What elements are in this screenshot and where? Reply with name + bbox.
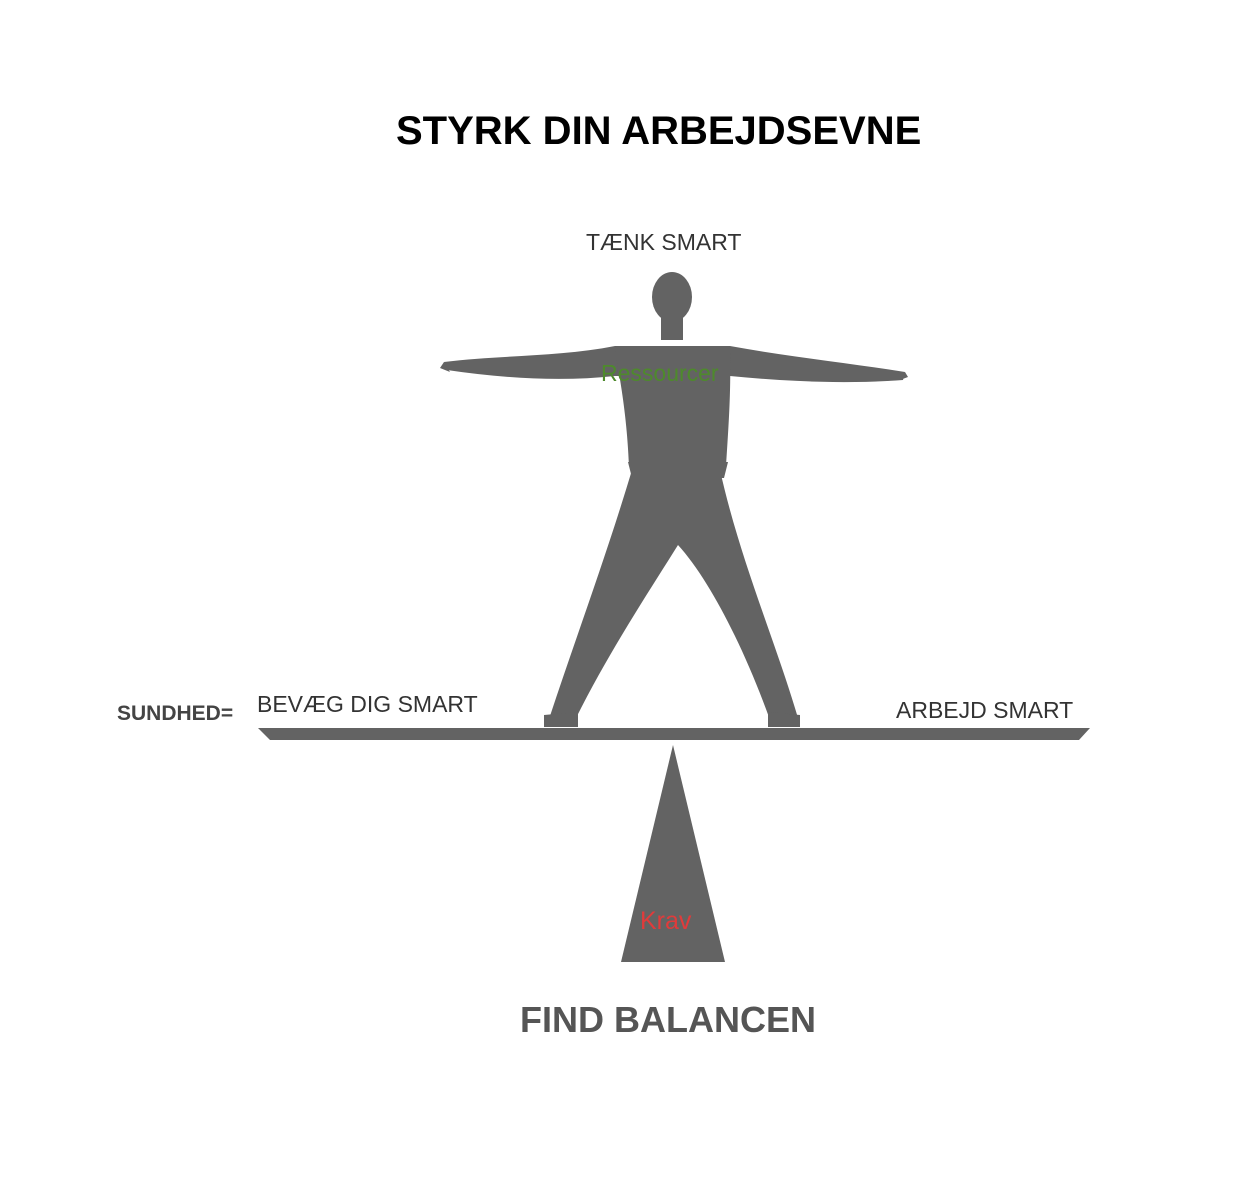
left-beam-label: BEVÆG DIG SMART — [257, 691, 478, 717]
resources-label: Ressourcer — [601, 360, 719, 386]
footer-caption: FIND BALANCEN — [520, 999, 816, 1040]
balance-beam — [258, 728, 1090, 740]
person-silhouette-icon — [440, 272, 908, 727]
page-title: STYRK DIN ARBEJDSEVNE — [396, 109, 922, 153]
right-beam-label: ARBEJD SMART — [896, 697, 1074, 723]
health-label: SUNDHED= — [117, 702, 234, 725]
top-label: TÆNK SMART — [586, 229, 742, 255]
triangle-fulcrum-icon — [621, 745, 725, 962]
demands-label: Krav — [640, 907, 692, 935]
